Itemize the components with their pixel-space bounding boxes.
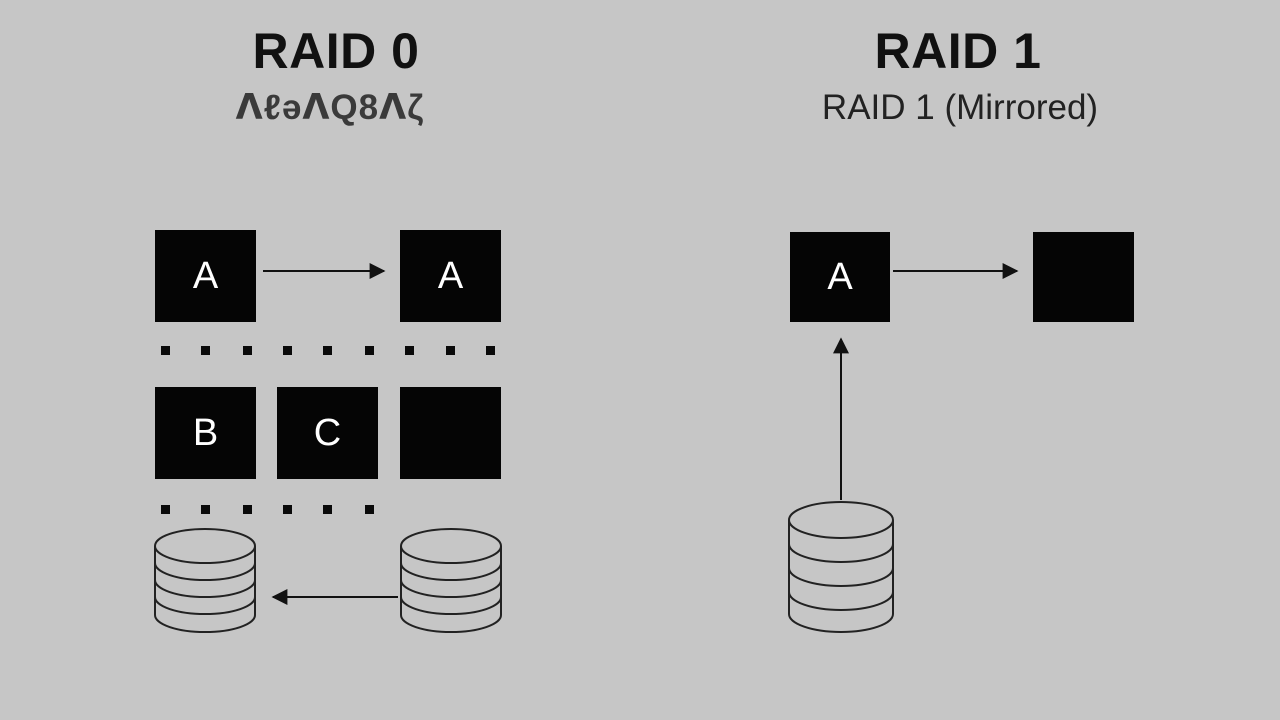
dot-separator <box>283 505 292 514</box>
raid1-block-a: A <box>790 232 890 322</box>
dot-separator <box>323 346 332 355</box>
disk-stack-icon <box>154 528 256 633</box>
dot-separator <box>201 505 210 514</box>
dot-separator <box>405 346 414 355</box>
dot-separator <box>161 505 170 514</box>
dot-separator <box>243 505 252 514</box>
dot-separator <box>201 346 210 355</box>
raid1-block-mirror <box>1033 232 1134 322</box>
dot-separator <box>243 346 252 355</box>
dot-separator <box>365 346 374 355</box>
raid0-block-a-disk1: A <box>155 230 256 322</box>
raid0-block-empty <box>400 387 501 479</box>
dot-separator <box>486 346 495 355</box>
disk-stack-icon <box>788 501 894 633</box>
raid1-title: RAID 1 <box>874 23 1042 79</box>
dot-separator <box>446 346 455 355</box>
raid0-title: RAID 0 <box>252 23 420 79</box>
raid0-block-b: B <box>155 387 256 479</box>
dot-separator <box>283 346 292 355</box>
raid1-subtitle: RAID 1 (Mirrored) <box>821 88 1099 127</box>
raid0-subtitle: ᐱℓəᐱQ8ᐱζ <box>235 88 425 127</box>
disk-stack-icon <box>400 528 502 633</box>
raid0-block-c: C <box>277 387 378 479</box>
dot-separator <box>365 505 374 514</box>
dot-separator <box>323 505 332 514</box>
raid0-block-a-disk2: A <box>400 230 501 322</box>
dot-separator <box>161 346 170 355</box>
